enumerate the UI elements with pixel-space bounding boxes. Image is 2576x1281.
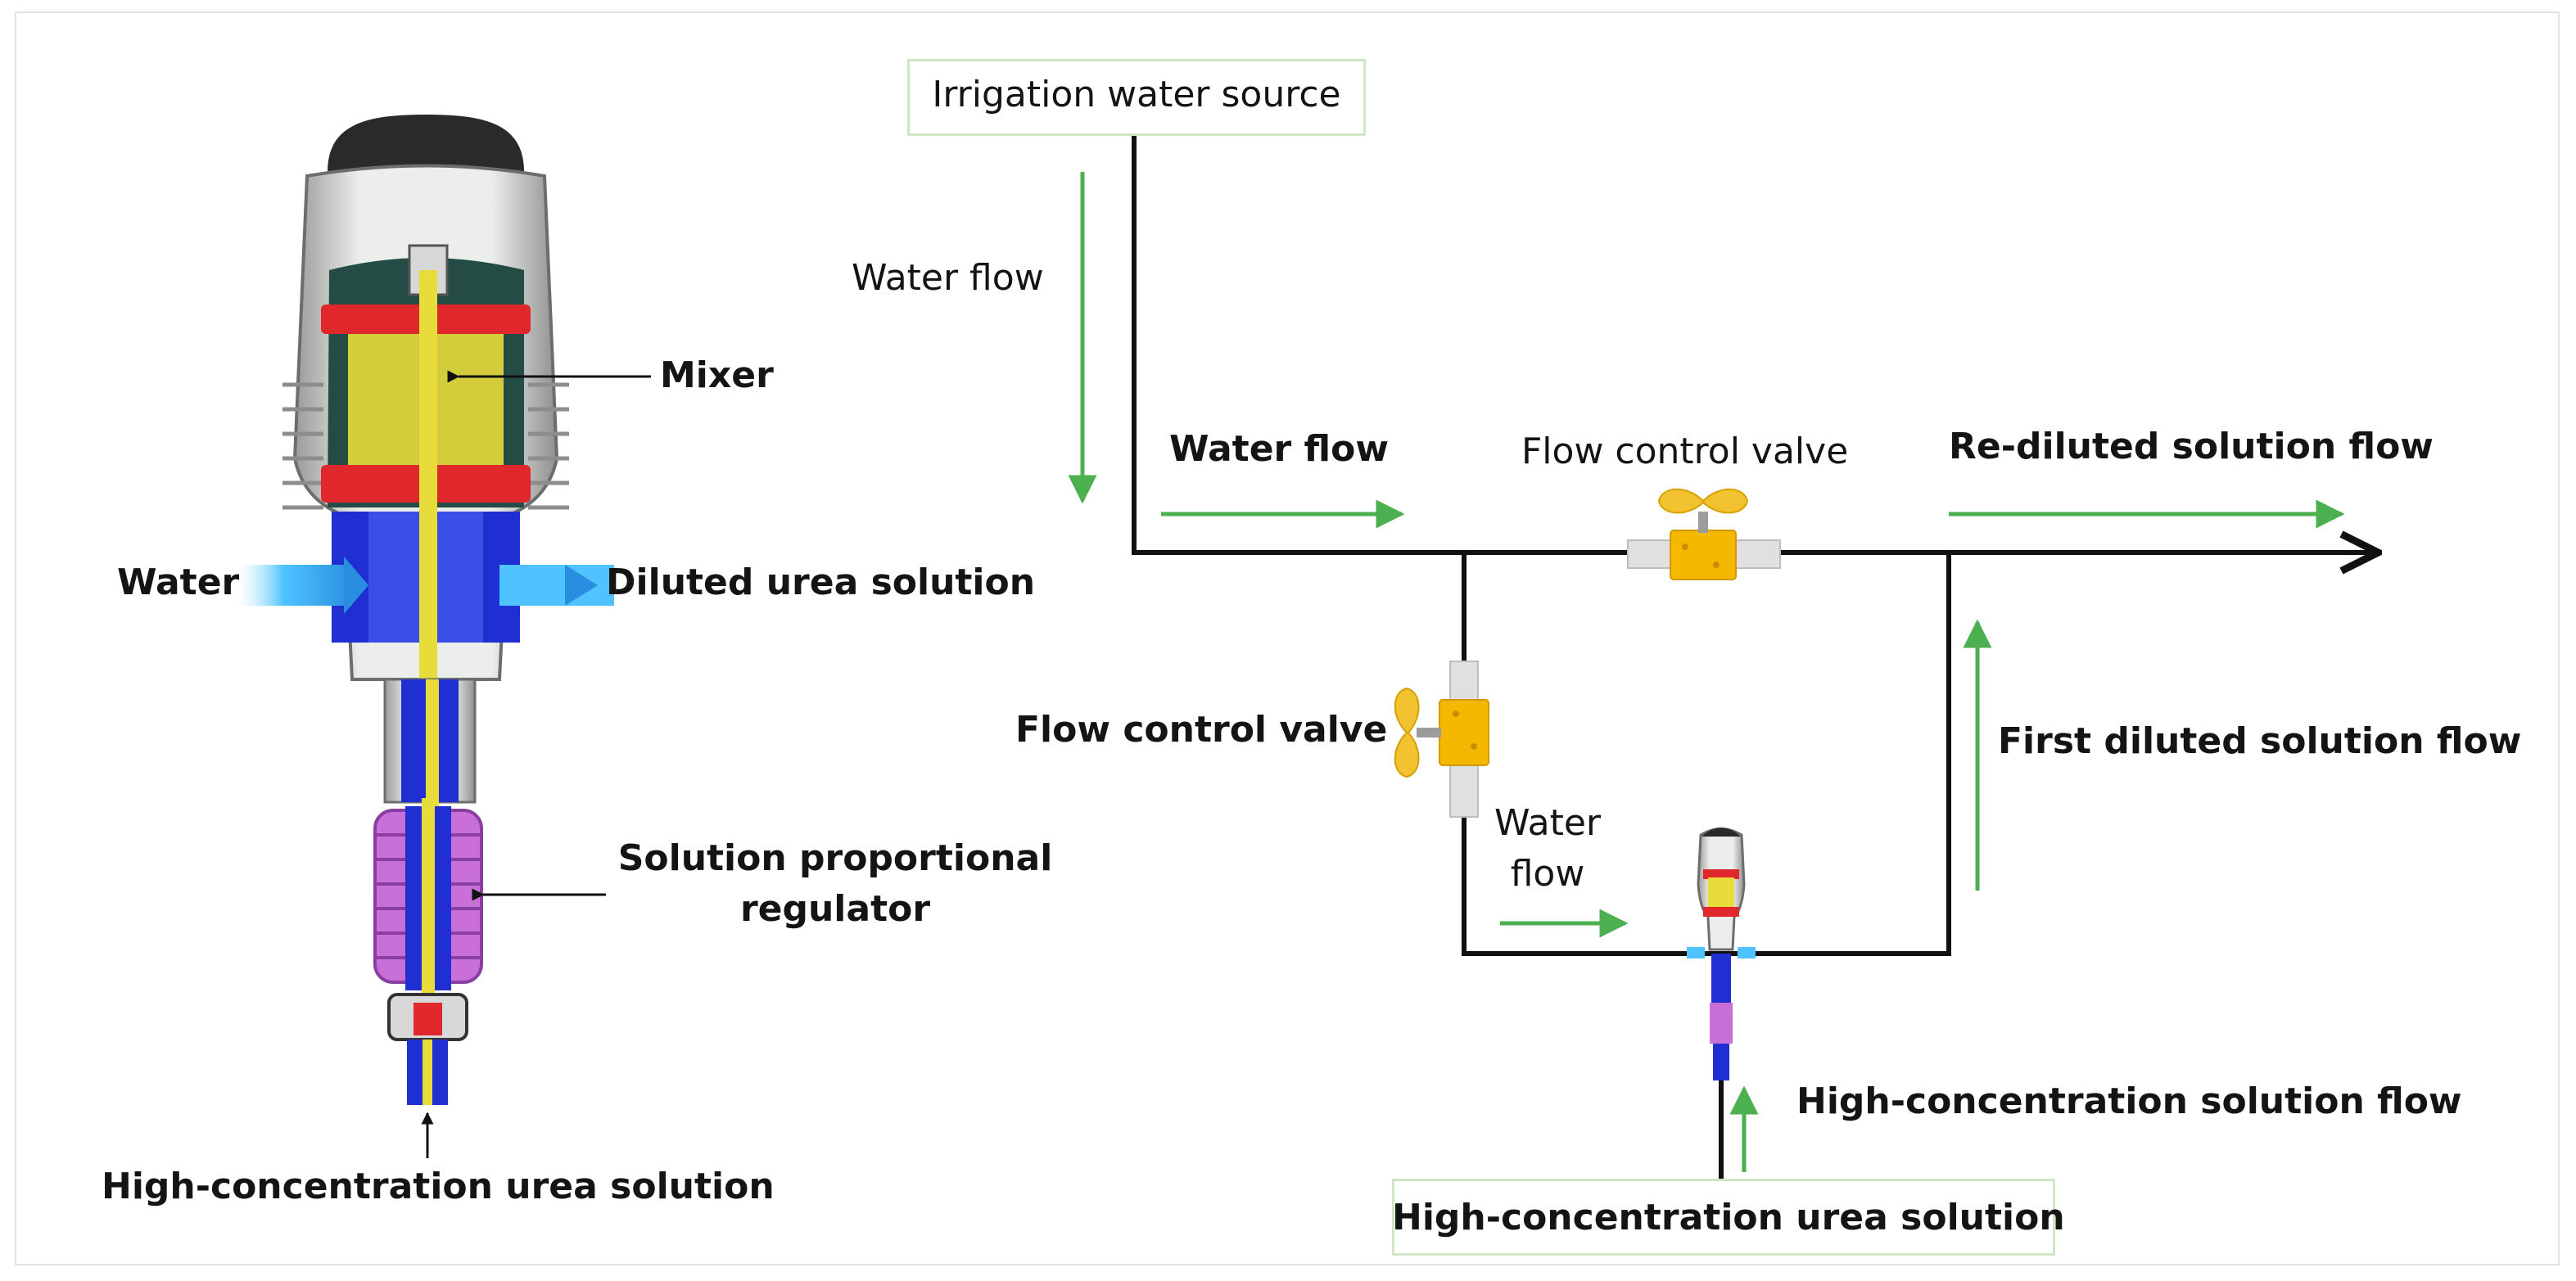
flow-control-valve-left-label: Flow control valve <box>1015 709 1388 751</box>
water-flow-lower-line2: flow <box>1510 853 1585 895</box>
solution-proportional-regulator-line1: Solution proportional <box>617 837 1053 879</box>
irrigation-water-source-box <box>907 59 1366 136</box>
figure-frame <box>15 11 2560 1265</box>
high-concentration-urea-solution-box <box>1392 1179 2055 1256</box>
water-flow-lower-label: Water flow <box>1490 798 1605 900</box>
re-diluted-solution-flow-label: Re-diluted solution flow <box>1949 426 2434 467</box>
dosing-injector-icon <box>1687 828 1756 1080</box>
water-flow-lower-line1: Water <box>1494 802 1602 844</box>
flow-arrows <box>1068 172 2345 1172</box>
diluted-urea-solution-label: Diluted urea solution <box>606 562 1036 603</box>
irrigation-water-source-label: Irrigation water source <box>932 74 1341 115</box>
water-inlet-label: Water <box>117 562 240 603</box>
high-concentration-urea-solution-left-label: High-concentration urea solution <box>102 1166 775 1207</box>
flow-control-valve-icon <box>1394 661 1489 818</box>
high-concentration-solution-flow-label: High-concentration solution flow <box>1796 1080 2462 1122</box>
dosing-injector-icon <box>237 115 614 1105</box>
water-flow-main-label: Water flow <box>1169 428 1390 470</box>
solution-proportional-regulator-line2: regulator <box>739 888 931 930</box>
first-diluted-solution-flow-label: First diluted solution flow <box>1998 720 2522 762</box>
flow-control-valve-icon <box>1627 488 1781 580</box>
water-flow-vertical-label: Water flow <box>852 257 1044 299</box>
high-concentration-urea-solution-bottom-label: High-concentration urea solution <box>1392 1197 2065 1238</box>
flow-control-valve-top-label: Flow control valve <box>1521 431 1849 472</box>
pipe-network <box>1132 131 2375 1179</box>
solution-proportional-regulator-label: Solution proportional regulator <box>606 833 1064 935</box>
mixer-label: Mixer <box>660 354 774 396</box>
